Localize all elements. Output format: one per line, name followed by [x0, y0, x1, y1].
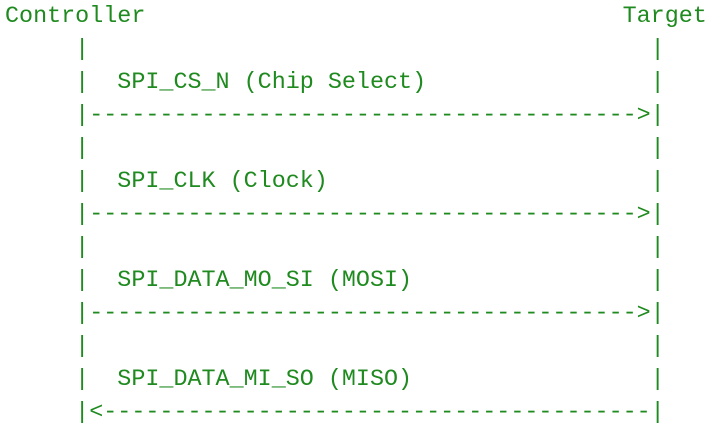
lifeline-spacer: | | [5, 334, 665, 360]
signal-label-miso: | SPI_DATA_MI_SO (MISO) | [5, 367, 665, 393]
lifeline-spacer: | | [5, 136, 665, 162]
arrow-target-to-controller: |<--------------------------------------… [5, 400, 665, 426]
arrow-controller-to-target: |---------------------------------------… [5, 301, 665, 327]
signal-label-mosi: | SPI_DATA_MO_SI (MOSI) | [5, 268, 665, 294]
signal-label-clock: | SPI_CLK (Clock) | [5, 169, 665, 195]
arrow-controller-to-target: |---------------------------------------… [5, 202, 665, 228]
signal-label-chip-select: | SPI_CS_N (Chip Select) | [5, 70, 665, 96]
participants-header: Controller Target [5, 4, 707, 30]
spi-sequence-diagram: Controller Target | | | SPI_CS_N (Chip S… [5, 1, 724, 426]
lifeline-spacer: | | [5, 235, 665, 261]
lifeline-spacer: | | [5, 37, 665, 63]
arrow-controller-to-target: |---------------------------------------… [5, 103, 665, 129]
